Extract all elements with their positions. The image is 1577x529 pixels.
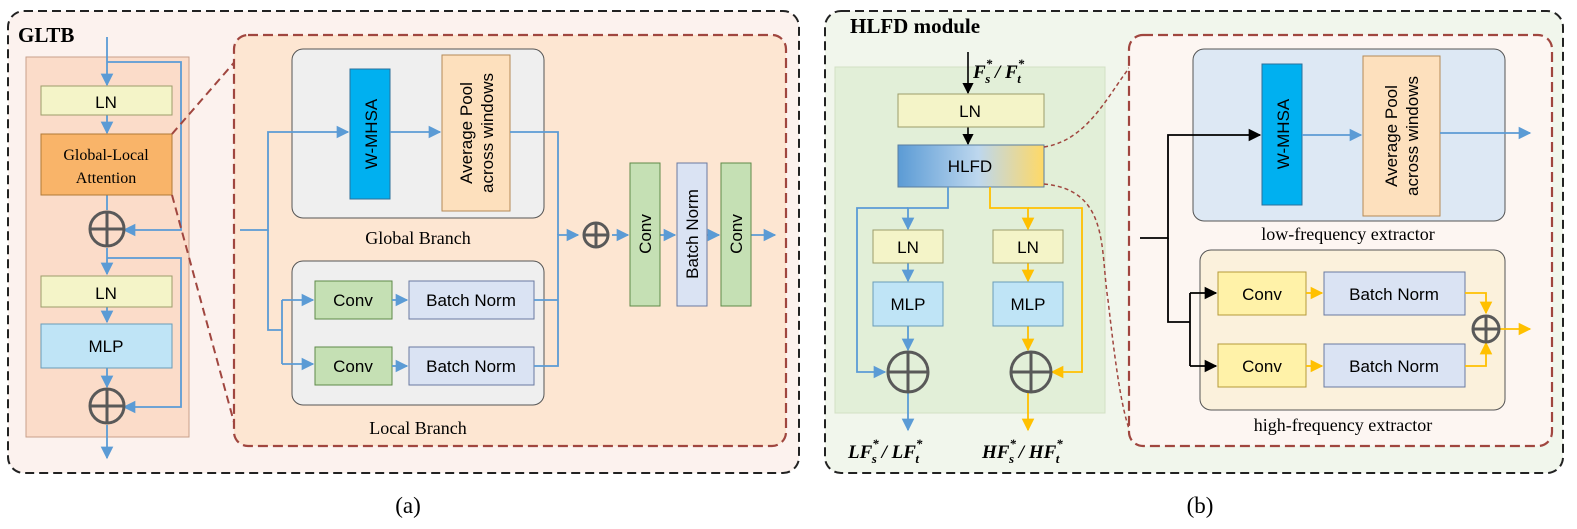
local-conv2-box (314, 346, 393, 386)
low-output-label: LF*s / LF*t (847, 436, 923, 466)
hlfd-block-label: HLFD (948, 157, 992, 176)
low-wmhsa-label: W-MHSA (1274, 98, 1293, 169)
local-batchnorm2-label: Batch Norm (426, 357, 516, 376)
gltb-ln2-box (40, 275, 173, 308)
hlfd-zoom-curve-top (1043, 61, 1135, 148)
high-extractor-add-icon (1471, 314, 1501, 344)
gltb-add2-icon (88, 387, 126, 425)
low-ln-box (872, 229, 944, 264)
gltb-add1-icon (88, 210, 126, 248)
global-local-attention-box (40, 133, 173, 196)
tail-conv2-label: Conv (727, 214, 746, 254)
panel-a-title: GLTB (18, 23, 74, 47)
high-mlp-box (992, 281, 1064, 327)
local-batchnorm1-box (408, 280, 535, 320)
branch-merge-add-icon (582, 221, 610, 249)
high-conv2-box (1217, 343, 1307, 388)
low-frequency-extractor-label: low-frequency extractor (1261, 224, 1434, 244)
tail-batchnorm-label: Batch Norm (683, 189, 702, 279)
low-ln-label: LN (897, 238, 919, 257)
high-output-label: HF*s / HF*t (981, 436, 1063, 466)
tail-conv2-box (720, 162, 752, 307)
high-batchnorm1-box (1323, 271, 1466, 316)
low-add-icon (886, 350, 930, 394)
zoom-line-top (171, 57, 239, 135)
zoom-line-bottom (171, 194, 239, 438)
hlfd-ln-label: LN (959, 102, 981, 121)
high-batchnorm2-label: Batch Norm (1349, 357, 1439, 376)
high-conv1-label: Conv (1242, 285, 1282, 304)
high-batchnorm1-label: Batch Norm (1349, 285, 1439, 304)
gltb-ln1-box (40, 85, 173, 116)
local-conv2-label: Conv (333, 357, 373, 376)
local-branch-label: Local Branch (369, 418, 466, 438)
high-mlp-label: MLP (1011, 295, 1046, 314)
hlfd-zoom-curve-bottom (1043, 183, 1135, 441)
gltb-ln1-label: LN (95, 93, 117, 112)
panel-a-caption: (a) (395, 493, 421, 518)
local-conv1-label: Conv (333, 291, 373, 310)
tail-conv1-label: Conv (636, 214, 655, 254)
global-wmhsa-label: W-MHSA (362, 98, 381, 169)
hlfd-block-box (897, 144, 1045, 188)
high-ln-box (992, 229, 1064, 264)
panel-b-title: HLFD module (850, 14, 980, 38)
high-add-icon (1009, 350, 1053, 394)
high-conv2-label: Conv (1242, 357, 1282, 376)
global-avgpool-box (441, 54, 511, 212)
local-batchnorm1-label: Batch Norm (426, 291, 516, 310)
hlfd-ln-box (897, 93, 1045, 128)
tail-conv1-box (629, 162, 661, 307)
tail-batchnorm-box (676, 162, 708, 307)
gltb-ln2-label: LN (95, 284, 117, 303)
low-mlp-label: MLP (891, 295, 926, 314)
panel-b: HLFD module F*s / F*t LN HLFD (824, 10, 1564, 518)
high-ln-label: LN (1017, 238, 1039, 257)
gltb-mlp-label: MLP (89, 337, 124, 356)
global-branch-label: Global Branch (365, 228, 470, 248)
hlfd-input-label: F*s / F*t (972, 56, 1025, 86)
local-conv1-box (314, 280, 393, 320)
high-frequency-extractor-label: high-frequency extractor (1254, 415, 1432, 435)
low-mlp-box (872, 281, 944, 327)
panel-b-caption: (b) (1187, 493, 1214, 518)
local-batchnorm2-box (408, 346, 535, 386)
global-wmhsa-box (349, 68, 391, 200)
gltb-mlp-box (40, 323, 173, 369)
low-avgpool-box (1362, 55, 1441, 217)
high-conv1-box (1217, 271, 1307, 316)
low-wmhsa-box (1261, 63, 1303, 206)
